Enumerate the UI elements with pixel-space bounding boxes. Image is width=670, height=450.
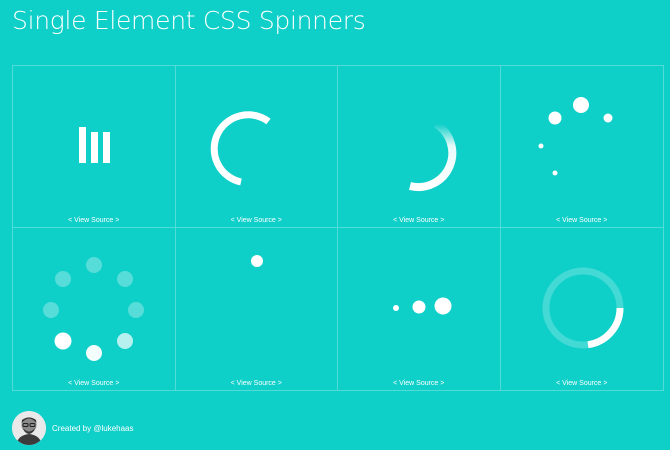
bars-spinner-icon — [79, 127, 110, 163]
view-source-link[interactable]: < View Source > — [230, 380, 282, 387]
spinner-cell-bars: < View Source > — [13, 66, 176, 228]
ring-spinner-icon — [542, 267, 624, 349]
view-source-link[interactable]: < View Source > — [556, 380, 608, 387]
page-title: Single Element CSS Spinners — [12, 6, 366, 35]
view-source-link[interactable]: < View Source > — [68, 217, 120, 224]
view-source-link[interactable]: < View Source > — [393, 217, 445, 224]
arc-spinner-icon — [210, 111, 271, 186]
three-dots-spinner-icon — [393, 297, 452, 315]
avatar[interactable] — [12, 411, 46, 445]
spinner-cell-three-dots: < View Source > — [338, 228, 501, 390]
credit-text: Created by @lukehaas — [52, 423, 134, 433]
view-source-link[interactable]: < View Source > — [556, 217, 608, 224]
spinner-cell-ring: < View Source > — [501, 228, 664, 390]
growing-dots-spinner-icon — [538, 97, 612, 176]
spinner-cell-single-dot: < View Source > — [176, 228, 338, 390]
single-dot-spinner-icon — [250, 255, 263, 267]
spinner-cell-fading-arc: < View Source > — [338, 66, 501, 228]
footer: Created by @lukehaas — [12, 411, 134, 445]
spinner-cell-dot-circle: < View Source > — [13, 228, 176, 390]
view-source-link[interactable]: < View Source > — [230, 217, 282, 224]
view-source-link[interactable]: < View Source > — [393, 380, 445, 387]
spinner-grid: < View Source > < View Source > < View S… — [12, 65, 664, 391]
avatar-portrait-icon — [12, 411, 46, 445]
view-source-link[interactable]: < View Source > — [68, 380, 120, 387]
spinner-cell-arc: < View Source > — [175, 66, 338, 228]
dot-circle-spinner-icon — [43, 257, 144, 361]
spinner-cell-growing-dots: < View Source > — [500, 66, 663, 228]
fading-arc-spinner-icon — [409, 120, 457, 192]
